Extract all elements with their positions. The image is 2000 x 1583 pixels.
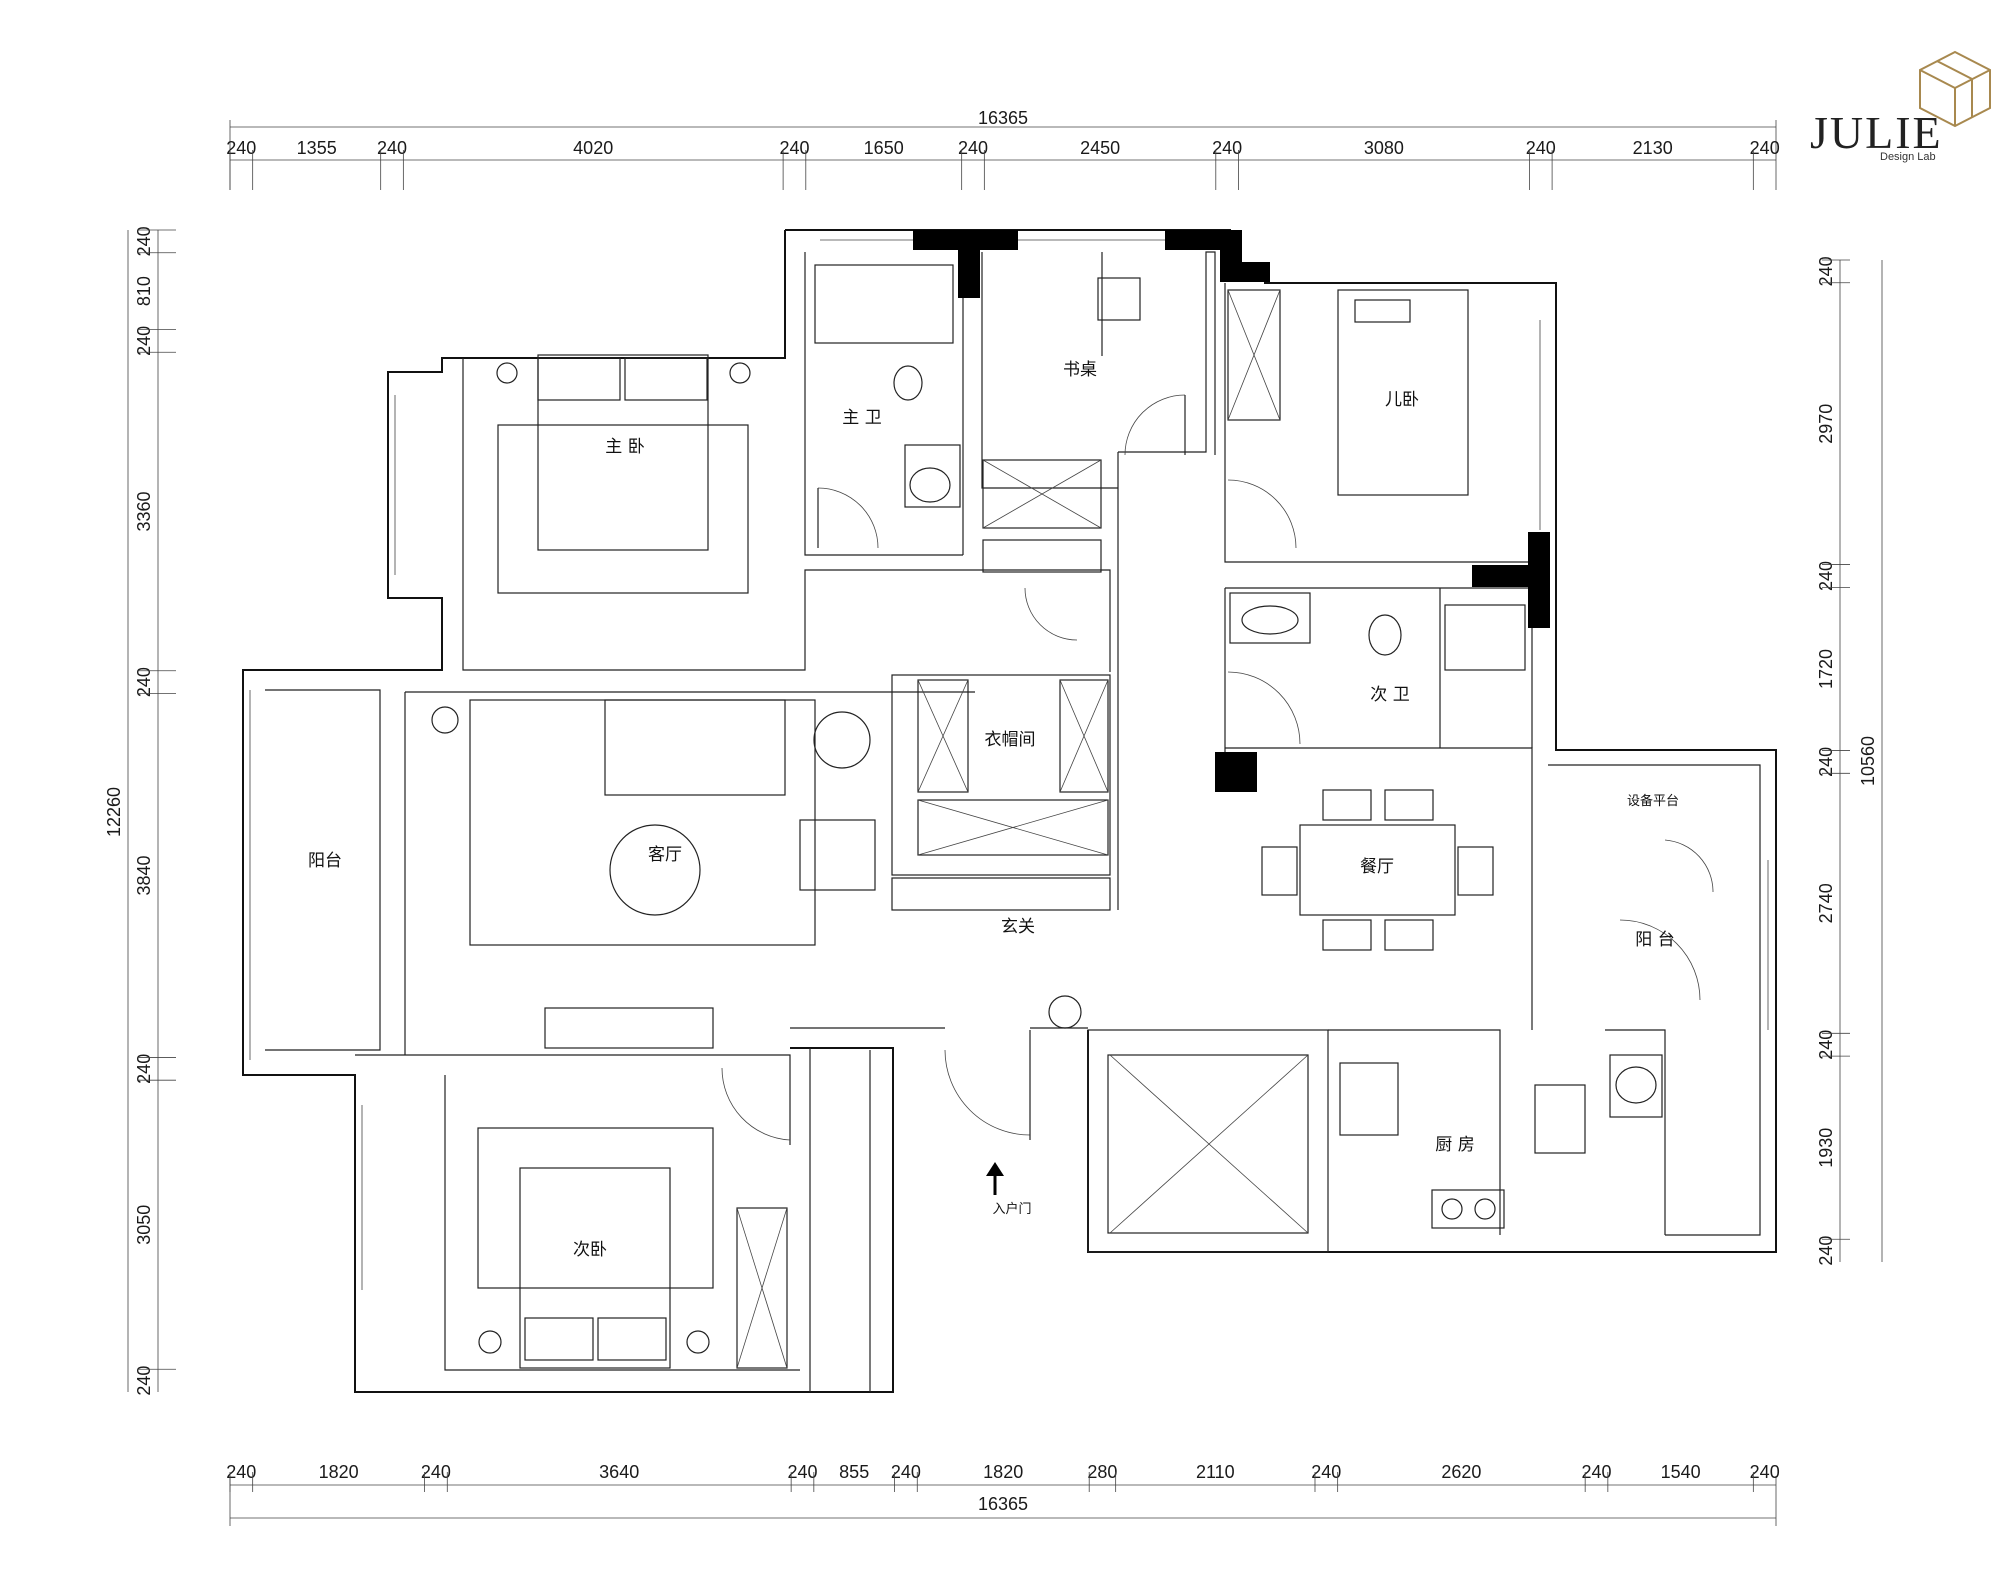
bottom-dim-13: 1540 [1661,1462,1701,1482]
right-dim-8: 240 [1816,1236,1836,1266]
label-study: 书桌 [1063,360,1097,380]
furniture [431,264,1663,1369]
windows [249,239,1769,1290]
left-dim-8: 240 [134,1366,154,1396]
top-dim-10: 240 [1526,138,1556,158]
dim-left-total: 12260 [104,787,124,837]
label-west-balcony: 阳台 [308,851,342,871]
left-dim-2: 240 [134,326,154,356]
bottom-dim-1: 1820 [319,1462,359,1482]
top-dim-9: 3080 [1364,138,1404,158]
bottom-dimensions: 16365 240 1820 240 3640 240 855 240 1820 280 2110… [226,1462,1780,1526]
brand-subtitle: Design Lab [1880,151,1936,163]
top-dim-4: 240 [779,138,809,158]
top-dim-6: 240 [958,138,988,158]
right-dim-4: 240 [1816,747,1836,777]
left-dim-5: 3840 [134,855,154,895]
bottom-dim-4: 240 [787,1462,817,1482]
label-closet: 衣帽间 [985,730,1036,750]
right-dim-5: 2740 [1816,883,1836,923]
bottom-dim-5: 855 [839,1462,869,1482]
label-second-bath: 次 卫 [1370,685,1409,705]
label-living-room: 客厅 [648,845,682,865]
right-dim-0: 240 [1816,256,1836,286]
dim-bottom-total: 16365 [978,1494,1028,1514]
bottom-dim-9: 2110 [1196,1462,1235,1482]
left-dim-3: 3360 [134,491,154,531]
top-dim-12: 240 [1750,138,1780,158]
label-dining: 餐厅 [1360,857,1394,877]
bottom-dim-3: 3640 [599,1462,639,1482]
brand-logo: JULIE Design Lab [1810,50,1991,163]
walls [242,229,1777,1393]
right-dim-6: 240 [1816,1030,1836,1060]
cube-logo-icon [1919,50,1991,128]
left-dimensions: 12260 240 810 240 3360 240 3840 240 3050 240 [104,226,176,1396]
label-entry-door: 入户门 [992,1201,1031,1217]
top-dim-8: 240 [1212,138,1242,158]
label-equipment-platform: 设备平台 [1627,793,1679,809]
bottom-dim-12: 240 [1581,1462,1611,1482]
dim-right-total: 10560 [1858,736,1878,786]
top-dim-0: 240 [226,138,256,158]
doors [721,394,1714,1234]
bottom-dim-11: 2620 [1441,1462,1481,1482]
bottom-dim-2: 240 [421,1462,451,1482]
label-second-bedroom: 次卧 [573,1240,607,1260]
bottom-dim-10: 240 [1311,1462,1341,1482]
label-foyer: 玄关 [1001,917,1035,937]
label-kitchen: 厨 房 [1435,1135,1474,1155]
left-dim-1: 810 [134,276,154,306]
label-master-bath: 主 卫 [842,408,881,428]
bottom-dim-7: 1820 [983,1462,1023,1482]
label-kids-room: 儿卧 [1385,390,1419,410]
left-dim-4: 240 [134,667,154,697]
bottom-dim-6: 240 [891,1462,921,1482]
brand-name: JULIE [1810,107,1943,158]
top-dim-2: 240 [377,138,407,158]
arrow-up-icon [986,1162,1004,1195]
top-dim-11: 2130 [1633,138,1673,158]
structural-columns [913,230,1550,792]
right-dimensions: 10560 240 2970 240 1720 240 2740 240 1930 240 [1816,256,1883,1266]
label-master-bedroom: 主 卧 [605,437,644,457]
right-dim-2: 240 [1816,561,1836,591]
right-dim-3: 1720 [1816,649,1836,689]
room-labels: 主 卧 主 卫 书桌 儿卧 次 卫 衣帽间 客厅 阳台 餐厅 设备平台 阳 台 … [308,360,1679,1260]
right-dim-7: 1930 [1816,1128,1836,1168]
top-dim-1: 1355 [297,138,337,158]
left-dim-0: 240 [134,226,154,256]
left-dim-7: 3050 [134,1205,154,1245]
dim-top-total: 16365 [978,108,1028,128]
bottom-dim-14: 240 [1750,1462,1780,1482]
top-dim-5: 1650 [864,138,904,158]
bottom-dim-0: 240 [226,1462,256,1482]
bottom-dim-8: 280 [1087,1462,1117,1482]
left-dim-6: 240 [134,1054,154,1084]
label-east-balcony: 阳 台 [1635,930,1674,950]
top-dim-3: 4020 [573,138,613,158]
top-dim-7: 2450 [1080,138,1120,158]
top-dimensions: 16365 240 1355 240 4020 240 1650 240 2450 240 308… [226,108,1780,190]
right-dim-1: 2970 [1816,404,1836,444]
